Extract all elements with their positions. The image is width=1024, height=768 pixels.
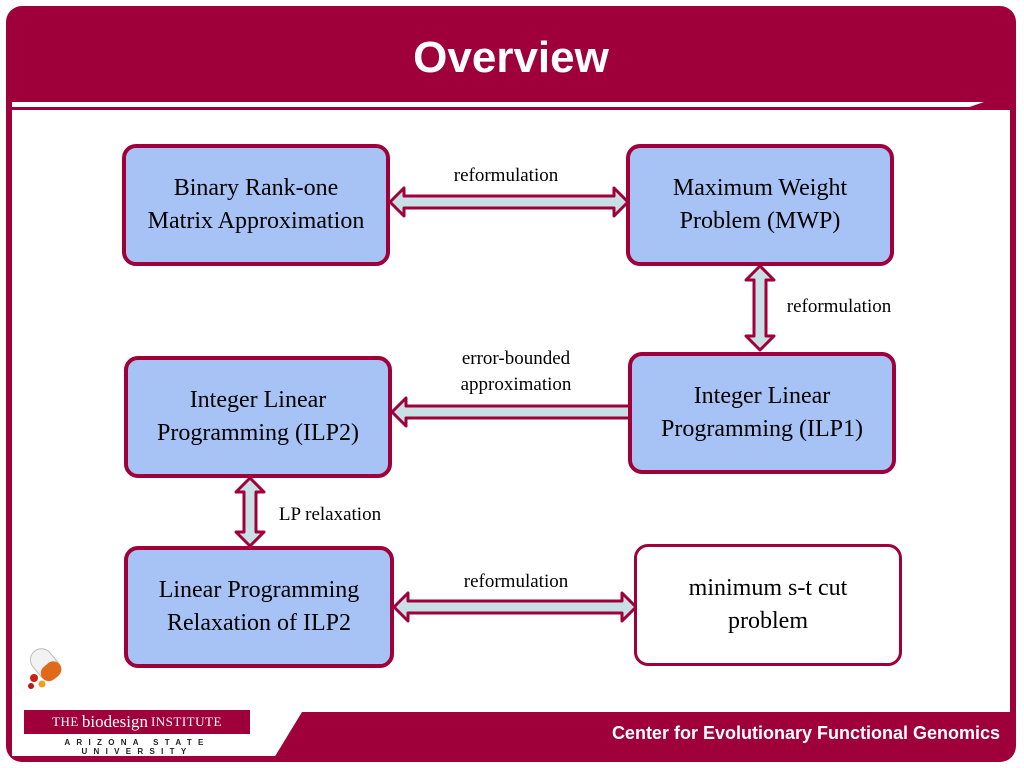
edge-label-right: reformulation (786, 296, 892, 317)
node-mwp-label: Maximum Weight Problem (MWP) (672, 175, 848, 234)
biodesign-logo: THE biodesign INSTITUTE ARIZONA STATE UN… (24, 710, 258, 756)
footer: THE biodesign INSTITUTE ARIZONA STATE UN… (12, 710, 1010, 758)
node-binary-rank-one: Binary Rank-one Matrix Approximation (122, 144, 390, 266)
node-min-st-cut-label: minimum s-t cut problem (688, 575, 848, 634)
node-lp-relaxation: Linear Programming Relaxation of ILP2 (124, 546, 394, 668)
node-binary-rank-one-label: Binary Rank-one Matrix Approximation (147, 175, 365, 234)
arrow-middle-left (390, 396, 632, 428)
double-arrow-top (388, 186, 630, 218)
slide-title: Overview (413, 33, 609, 82)
footer-text: Center for Evolutionary Functional Genom… (611, 723, 1000, 743)
double-arrow-left (234, 476, 266, 548)
edge-label-top: reformulation (453, 165, 559, 186)
node-ilp1-label: Integer Linear Programming (ILP1) (661, 383, 863, 442)
node-ilp2-label: Integer Linear Programming (ILP2) (157, 387, 359, 446)
footer-band: Center for Evolutionary Functional Genom… (274, 712, 1010, 758)
title-divider (12, 102, 984, 107)
pill-icon (28, 648, 62, 689)
node-min-st-cut: minimum s-t cut problem (634, 544, 902, 666)
logo-university: ARIZONA STATE UNIVERSITY (64, 738, 210, 756)
edge-label-bottom: reformulation (463, 571, 569, 592)
logo-biodesign: biodesign (81, 712, 148, 731)
node-lp-relaxation-label: Linear Programming Relaxation of ILP2 (158, 577, 360, 636)
logo-the: THE (52, 714, 79, 729)
double-arrow-bottom (392, 591, 638, 623)
node-mwp: Maximum Weight Problem (MWP) (626, 144, 894, 266)
double-arrow-right (744, 264, 776, 352)
node-ilp2: Integer Linear Programming (ILP2) (124, 356, 392, 478)
node-ilp1: Integer Linear Programming (ILP1) (628, 352, 896, 474)
edge-label-left: LP relaxation (278, 504, 382, 525)
logo-banner: THE biodesign INSTITUTE (24, 710, 250, 734)
edge-label-middle: error-bounded approximation (460, 348, 572, 395)
logo-institute: INSTITUTE (150, 714, 222, 729)
